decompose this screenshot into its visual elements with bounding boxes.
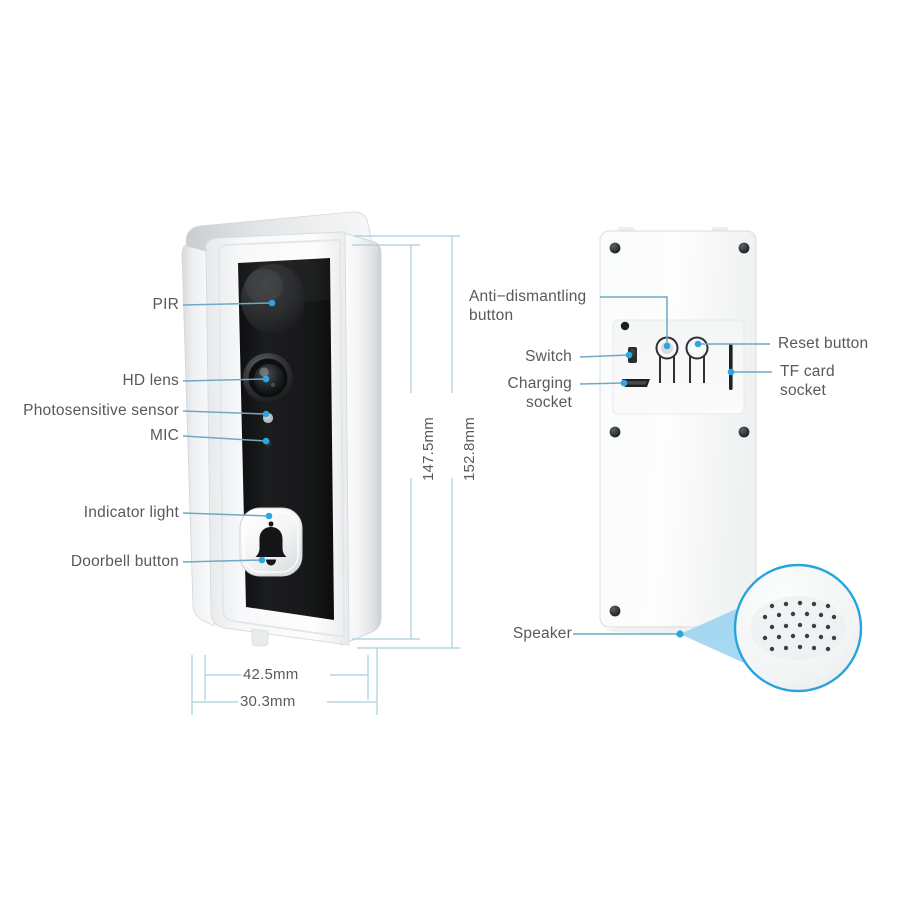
callout-label-anti-dismantling-button: Anti−dismantling button — [469, 288, 587, 324]
speaker-magnifier-callout — [680, 563, 863, 693]
front-side-panel — [340, 231, 382, 646]
dimension-label-height-outer: 152.8mm — [461, 417, 478, 481]
callout-label-speaker: Speaker — [512, 625, 572, 642]
dot-charging-socket — [620, 379, 628, 387]
hd-lens-glint — [270, 382, 276, 388]
callout-label-indicator-light: Indicator light — [83, 504, 179, 521]
screw-mid-right — [738, 426, 750, 438]
front-left-edge — [181, 245, 215, 627]
callout-label-pir: PIR — [152, 296, 179, 313]
leader-doorbell-button — [182, 559, 263, 563]
dimension-label-width: 30.3mm — [240, 693, 296, 710]
bell-icon — [255, 521, 287, 566]
callout-label-tf-card-socket: TF card socket — [780, 363, 835, 399]
callout-label-reset-button: Reset button — [778, 335, 869, 352]
leader-dots-group — [258, 299, 735, 638]
screw-bottom-left — [609, 605, 621, 617]
anti-dismantling-indicator-dot — [620, 321, 630, 331]
dot-speaker — [676, 630, 684, 638]
leader-switch — [579, 354, 630, 358]
dot-pir — [268, 299, 276, 307]
leader-photosensitive — [182, 410, 267, 415]
dot-photosensitive — [262, 410, 270, 418]
front-face-inner-rim — [217, 239, 346, 639]
leader-pir — [182, 302, 273, 306]
pir-highlight — [245, 269, 283, 303]
dot-hd-lens — [262, 375, 270, 383]
callout-label-photosensitive-sensor: Photosensitive sensor — [23, 402, 179, 419]
doorbell-button-inner-rim — [243, 511, 299, 573]
leader-charging-socket — [579, 382, 625, 385]
dot-switch — [625, 351, 633, 359]
back-inset-panel — [612, 319, 745, 415]
leader-lines-group — [182, 296, 772, 635]
screw-top-right — [738, 242, 750, 254]
speaker-grille-dots — [762, 600, 837, 652]
dimension-lines-group — [191, 235, 460, 715]
callout-label-switch: Switch — [525, 348, 572, 365]
callout-label-mic: MIC — [149, 427, 179, 444]
front-device-group — [181, 211, 382, 647]
callout-label-doorbell-button: Doorbell button — [70, 553, 179, 570]
back-plate-body — [599, 230, 757, 628]
front-bottom-tab — [251, 628, 269, 647]
dot-indicator-light — [265, 512, 273, 520]
tf-card-slot — [729, 344, 733, 390]
callout-label-hd-lens: HD lens — [122, 372, 179, 389]
callout-label-charging-socket: Charging socket — [507, 375, 572, 411]
dimension-label-depth: 42.5mm — [243, 666, 299, 683]
back-device-group — [599, 227, 757, 634]
dot-tf-card — [727, 368, 735, 376]
screw-top-left — [609, 242, 621, 254]
pir-sensor-dome — [241, 264, 305, 334]
hd-lens-highlight — [259, 367, 269, 377]
dot-anti-dismantling — [663, 342, 671, 350]
leader-mic — [182, 435, 267, 442]
dot-reset-button — [694, 340, 702, 348]
dot-mic — [262, 437, 270, 445]
speaker-grille-bed — [750, 596, 846, 660]
dot-doorbell-button — [258, 556, 266, 564]
screw-mid-left — [609, 426, 621, 438]
leader-indicator-light — [182, 512, 270, 517]
charging-socket-port — [622, 379, 650, 387]
leader-anti-dismantling — [600, 296, 668, 344]
dimension-label-height-inner: 147.5mm — [420, 417, 437, 481]
leader-hd-lens — [182, 378, 267, 382]
